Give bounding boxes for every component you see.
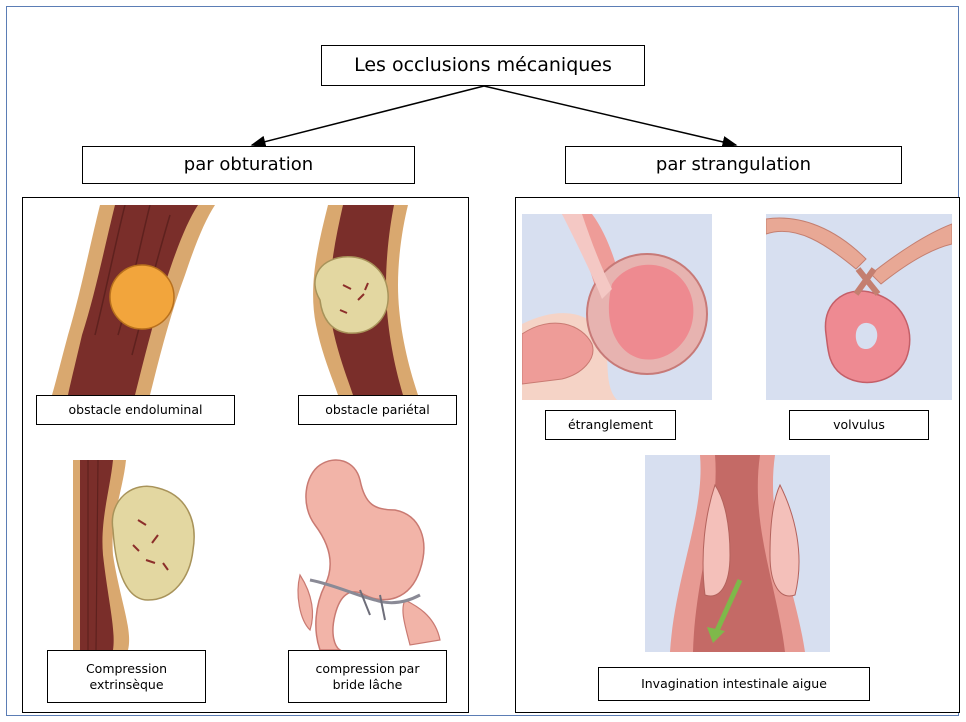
arrow-to-strangulation (484, 86, 736, 145)
label-invagination: Invagination intestinale aigue (598, 667, 870, 701)
arrow-to-obturation (252, 86, 484, 145)
label-bride: compression par bride lâche (288, 650, 447, 703)
endoluminal-illustration (40, 205, 230, 395)
label-extrinseque: Compression extrinsèque (47, 650, 206, 703)
label-volvulus: volvulus (789, 410, 929, 440)
etranglement-illustration (522, 214, 712, 400)
category-obturation: par obturation (82, 146, 415, 184)
label-etranglement: étranglement (545, 410, 676, 440)
invagination-illustration (645, 455, 830, 652)
label-endoluminal: obstacle endoluminal (36, 395, 235, 425)
category-strangulation: par strangulation (565, 146, 902, 184)
volvulus-illustration (766, 214, 952, 400)
diagram-title: Les occlusions mécaniques (321, 45, 645, 86)
parietal-illustration (298, 205, 428, 395)
bride-illustration (295, 455, 445, 650)
extrinseque-illustration (58, 460, 208, 650)
label-parietal: obstacle pariétal (298, 395, 457, 425)
